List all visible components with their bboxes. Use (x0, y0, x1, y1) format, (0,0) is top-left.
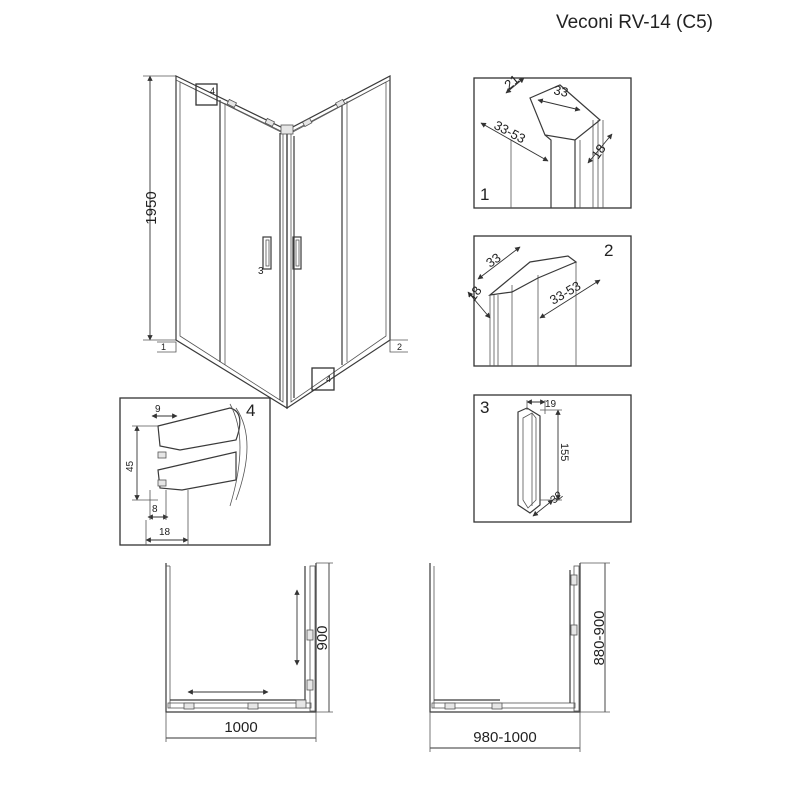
page-title: Veconi RV-14 (C5) (556, 12, 713, 33)
detail-1-panel: 21 33 33-53 18 1 (473, 72, 632, 209)
detail-4-number: 4 (246, 401, 255, 420)
detail-4-dim-18: 18 (159, 527, 171, 538)
callout-4-bottom: 4 (326, 374, 331, 384)
callout-4-top: 4 (210, 86, 215, 96)
plan-left-width: 1000 (224, 719, 257, 736)
plan-right-width: 980-1000 (473, 729, 536, 746)
detail-3-number: 3 (480, 398, 489, 417)
detail-3-dim-32: 32 (548, 489, 565, 506)
detail-2-dim-33-53: 33-53 (547, 278, 583, 308)
detail-3-panel: 19 155 32 3 (473, 394, 632, 523)
detail-2-dim-18: 18 (464, 283, 485, 303)
plan-right-depth: 880-900 (591, 610, 608, 665)
detail-4-dim-8: 8 (152, 504, 158, 515)
main-perspective-view: 1950 3 4 4 1 (143, 75, 408, 410)
callout-3: 3 (258, 266, 264, 277)
callout-2: 2 (397, 342, 402, 352)
detail-4-panel: 9 45 8 18 4 (119, 397, 271, 546)
detail-1-dim-33-53: 33-53 (492, 117, 528, 146)
callout-1: 1 (161, 342, 166, 352)
plan-view-left: 1000 900 (165, 562, 333, 742)
height-dimension-label: 1950 (143, 191, 160, 224)
detail-2-panel: 33 18 33-53 2 (464, 235, 632, 367)
plan-left-depth: 900 (314, 625, 331, 650)
detail-3-dim-155: 155 (558, 443, 570, 461)
detail-4-dim-45: 45 (125, 460, 136, 472)
detail-4-dim-9: 9 (155, 404, 161, 415)
detail-1-dim-21: 21 (501, 72, 522, 93)
detail-3-dim-19: 19 (545, 399, 557, 410)
detail-1-number: 1 (480, 185, 489, 204)
plan-view-right: 980-1000 880-900 (429, 562, 610, 752)
detail-2-number: 2 (604, 241, 613, 260)
detail-1-dim-33: 33 (552, 82, 569, 100)
detail-2-dim-33: 33 (483, 250, 503, 271)
detail-1-dim-18: 18 (588, 141, 609, 161)
